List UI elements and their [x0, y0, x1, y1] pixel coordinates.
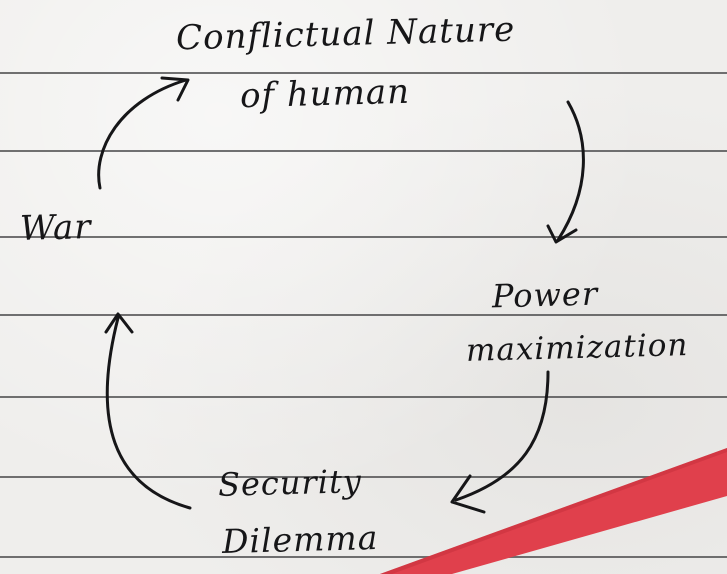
arrowhead-war-to-conflict	[160, 76, 190, 102]
arrow-war-to-conflict	[97, 78, 188, 190]
node-power-maximization-line2: maximization	[465, 327, 689, 369]
ruled-line	[0, 72, 727, 74]
arrow-power-to-security	[454, 370, 550, 502]
node-security-dilemma-line1: Security	[217, 462, 363, 504]
arrowhead-conflict-to-power	[546, 224, 578, 244]
node-war: War	[19, 207, 93, 249]
ruled-line	[0, 476, 727, 478]
node-conflictual-nature-line2: of human	[239, 71, 411, 117]
arrow-conflict-to-power	[556, 100, 585, 242]
ruled-line	[0, 236, 727, 238]
arrow-security-to-war	[105, 316, 192, 510]
node-security-dilemma-line2: Dilemma	[221, 517, 379, 562]
ruled-line	[0, 556, 727, 558]
arrowhead-security-to-war	[104, 312, 134, 334]
ruled-line	[0, 314, 727, 316]
ruled-line	[0, 150, 727, 152]
ruled-line	[0, 396, 727, 398]
node-power-maximization-line1: Power	[491, 274, 599, 316]
